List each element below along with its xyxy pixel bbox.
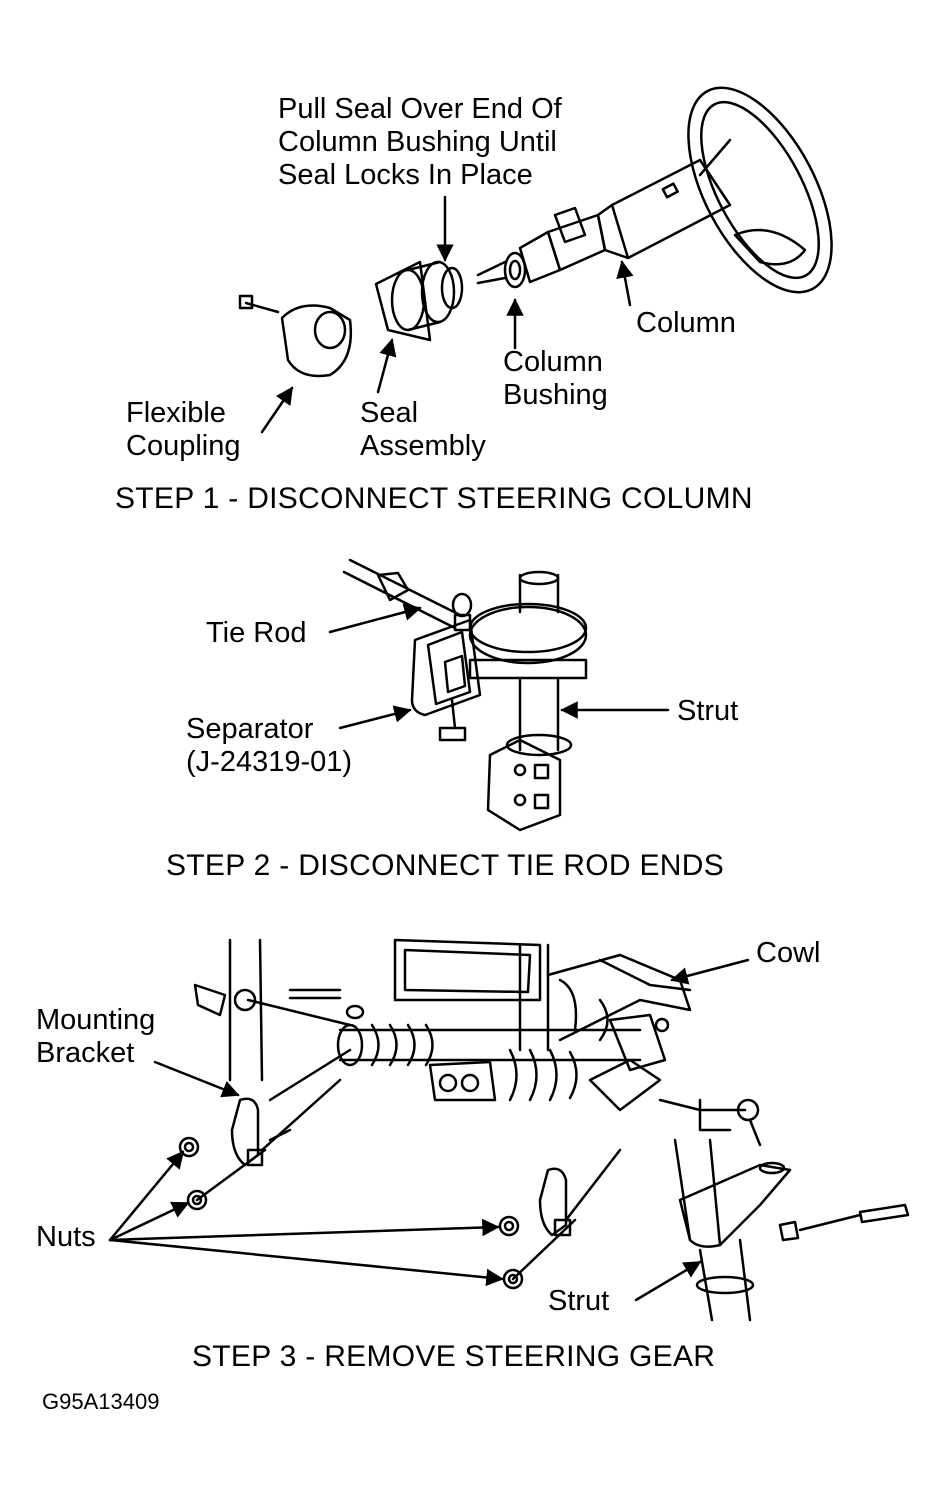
mounting-brackets-art: [230, 1078, 622, 1237]
arrow-column: [616, 260, 634, 307]
arrow-nut-2: [108, 1201, 190, 1242]
label-pull-seal-line2: Column Bushing Until: [278, 126, 557, 158]
label-seal-assembly-line2: Assembly: [360, 430, 486, 462]
label-strut-step2: Strut: [677, 695, 739, 727]
label-tie-rod: Tie Rod: [206, 617, 307, 649]
step3-caption: STEP 3 - REMOVE STEERING GEAR: [192, 1340, 716, 1373]
label-pull-seal-line3: Seal Locks In Place: [278, 159, 533, 191]
figure-code: G95A13409: [42, 1389, 160, 1414]
label-flexible-coupling: Flexible Coupling: [126, 397, 240, 463]
steering-column-art: [518, 158, 732, 284]
seal-assembly-art: [374, 260, 464, 342]
arrow-nut-3: [108, 1218, 500, 1242]
label-column: Column: [636, 307, 736, 339]
steering-wheel-art: [687, 86, 833, 294]
label-separator-line2: (J-24319-01): [186, 746, 353, 778]
arrow-tie-rod: [328, 603, 422, 634]
label-column-bushing-line2: Bushing: [503, 379, 608, 411]
label-nuts: Nuts: [36, 1221, 96, 1253]
label-column-bushing: Column Bushing: [503, 346, 608, 412]
label-mounting-bracket: Mounting Bracket: [36, 1004, 155, 1070]
label-flexible-coupling-line1: Flexible: [126, 397, 226, 429]
step2-caption: STEP 2 - DISCONNECT TIE ROD ENDS: [166, 849, 725, 882]
arrow-seal-assembly: [376, 338, 397, 394]
label-flexible-coupling-line2: Coupling: [126, 430, 241, 462]
label-pull-seal-line1: Pull Seal Over End Of: [278, 93, 562, 125]
column-bushing-art: [476, 251, 527, 289]
arrow-flexible-coupling: [260, 386, 294, 434]
nuts-art: [178, 1136, 577, 1290]
label-mounting-bracket-line1: Mounting: [36, 1004, 156, 1036]
strut-art: [468, 570, 588, 832]
tie-rod-art: [342, 558, 473, 632]
label-separator: Separator (J-24319-01): [186, 713, 352, 779]
arrow-cowl: [670, 958, 750, 985]
label-strut-step3: Strut: [548, 1285, 610, 1317]
label-seal-assembly: Seal Assembly: [360, 397, 486, 463]
label-separator-line1: Separator: [186, 713, 314, 745]
firewall-cowl-art: [228, 938, 692, 1082]
label-mounting-bracket-line2: Bracket: [36, 1037, 135, 1069]
arrow-mounting-bracket: [153, 1060, 240, 1098]
flexible-coupling-art: [238, 294, 352, 378]
label-cowl: Cowl: [756, 937, 821, 969]
steering-gear-rack-art: [193, 983, 762, 1147]
separator-tool-art: [410, 618, 482, 742]
label-seal-assembly-line1: Seal: [360, 397, 419, 429]
arrow-strut-step3: [634, 1260, 702, 1302]
step1-caption: STEP 1 - DISCONNECT STEERING COLUMN: [115, 482, 753, 515]
label-column-bushing-line1: Column: [503, 346, 603, 378]
arrow-nut-4: [108, 1238, 504, 1287]
arrow-separator: [338, 705, 412, 730]
arrow-nut-1: [108, 1150, 185, 1242]
strut-step3-art: [673, 1138, 910, 1322]
label-pull-seal: Pull Seal Over End Of Column Bushing Unt…: [278, 93, 562, 192]
